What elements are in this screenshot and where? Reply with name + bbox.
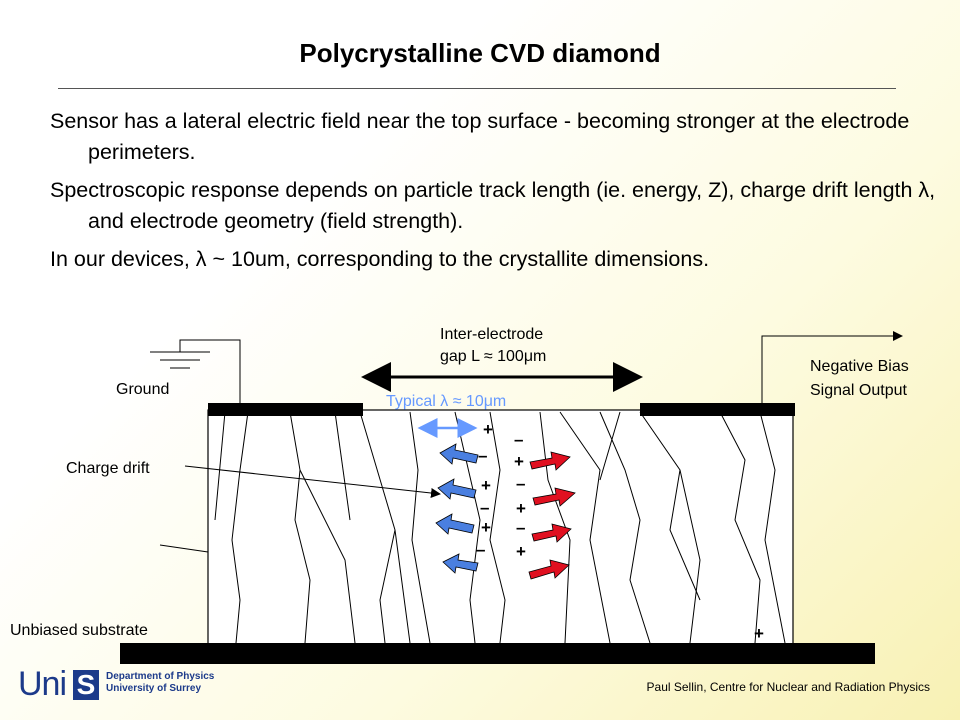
plus-sign: + [481, 476, 491, 495]
plus-sign: + [754, 624, 764, 643]
footer-credit: Paul Sellin, Centre for Nuclear and Radi… [646, 680, 930, 694]
charge-drift-label: Charge drift [66, 460, 150, 477]
minus-sign: – [476, 540, 486, 559]
bias-electrode [640, 403, 795, 416]
minus-sign: – [516, 474, 526, 493]
minus-sign: – [516, 518, 526, 537]
electron-arrow [531, 523, 572, 543]
ground-electrode [208, 403, 363, 416]
typical-lambda-label: Typical λ ≈ 10μm [386, 393, 507, 410]
charge-drift-pointer [184, 465, 441, 498]
minus-sign: – [514, 430, 524, 449]
substrate-label: Unbiased substrate [10, 622, 148, 639]
plus-sign: + [514, 452, 524, 471]
electron-arrow [529, 451, 571, 471]
bias-label-line1: Negative Bias [810, 358, 909, 375]
substrate-pointer [159, 544, 209, 553]
logo-uni-text: Uni [18, 665, 67, 703]
hole-arrow [442, 553, 479, 574]
ground-symbol [150, 339, 241, 403]
plus-sign: + [516, 499, 526, 518]
logo-university: University of Surrey [106, 683, 202, 694]
ground-label: Ground [116, 381, 170, 398]
grain-boundaries [214, 411, 786, 644]
bias-wire [761, 331, 903, 403]
substrate-electrode [120, 643, 875, 664]
minus-sign: – [478, 446, 488, 465]
gap-label-line1: Inter-electrode [440, 326, 544, 343]
bullet-2: Spectroscopic response depends on partic… [50, 178, 936, 233]
hole-arrow [439, 443, 479, 465]
logo-text: Department of Physics University of Surr… [106, 671, 214, 695]
minus-sign: – [480, 498, 490, 517]
bullet-1: Sensor has a lateral electric field near… [50, 109, 910, 164]
gap-label-line2: gap L ≈ 100μm [440, 348, 547, 365]
diamond-sensor-body [207, 409, 794, 646]
electron-arrow [532, 487, 576, 507]
electron-drift-arrows [528, 451, 576, 580]
logo-s-block: S [73, 670, 99, 700]
bias-label-line2: Signal Output [810, 382, 907, 399]
plus-sign: + [481, 518, 491, 537]
electron-arrow [528, 559, 570, 580]
slide-title: Polycrystalline CVD diamond [299, 38, 661, 68]
hole-drift-arrows [435, 443, 479, 574]
hole-arrow [435, 513, 475, 535]
plus-sign: + [483, 420, 493, 439]
logo-department: Department of Physics [106, 671, 215, 682]
hole-arrow [437, 478, 477, 500]
bullet-3: In our devices, λ ~ 10um, corresponding … [50, 247, 710, 271]
plus-sign: + [516, 542, 526, 561]
title-divider [58, 88, 896, 89]
